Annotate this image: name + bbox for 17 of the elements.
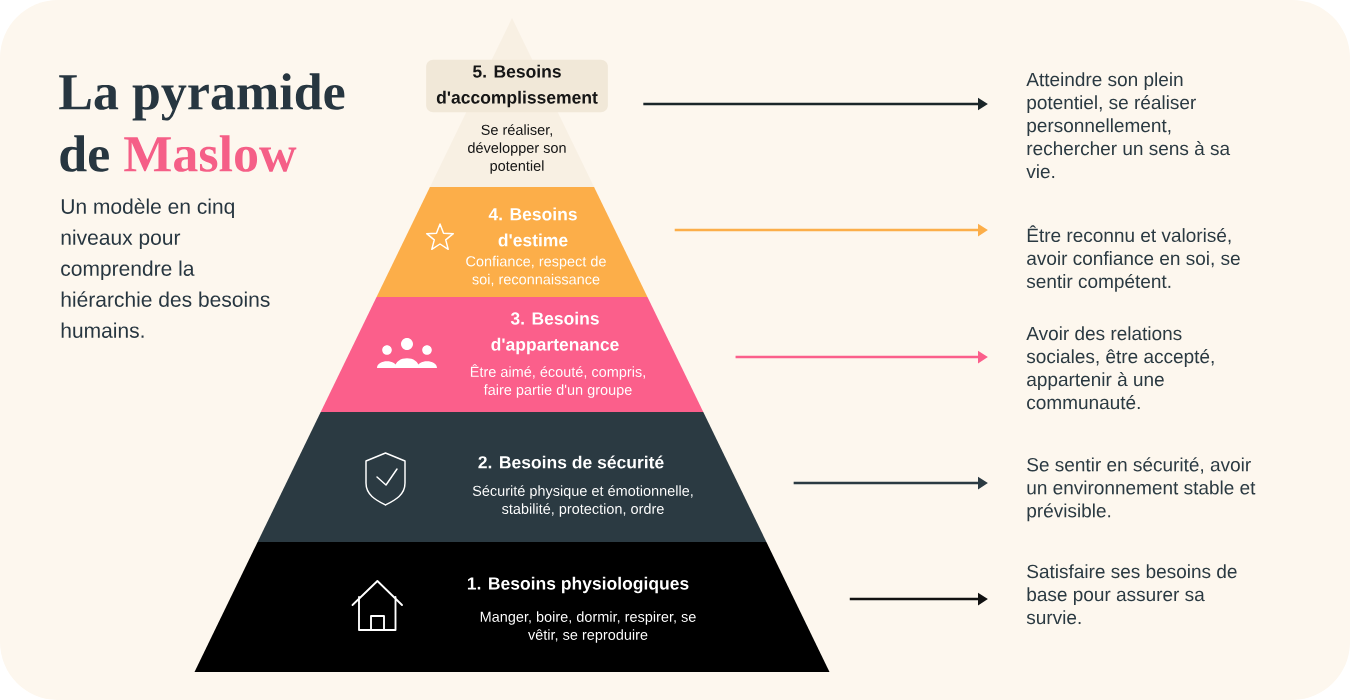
tier-description: Confiance, respect de soi, reconnaissance — [466, 255, 606, 287]
tier-description: Être aimé, écouté, compris, faire partie d'un groupe — [470, 364, 645, 398]
tier-description: Se réaliser, développer son potentiel — [468, 124, 566, 174]
tier-heading: 4. Besoins d'estime — [488, 207, 577, 247]
description-text: Se sentir en sécurité, avoir un environnement stable et prévisible. — [1027, 457, 1256, 522]
description-text: Atteindre son plein potentiel, se réaliser personnellement, rechercher un sens à sa vie. — [1026, 72, 1231, 179]
title: La pyramide de Maslow — [59, 73, 345, 172]
tier-heading: 1. Besoins physiologiques — [467, 576, 689, 594]
description-text: Avoir des relations sociales, être accepté, appartenir à une communauté. — [1026, 326, 1214, 410]
tier-description: Sécurité physique et émotionnelle, stabilité, protection, ordre — [472, 485, 693, 517]
tier-heading: 2. Besoins de sécurité — [478, 455, 664, 469]
description-text: Satisfaire ses besoins de base pour assurer sa survie. — [1026, 564, 1237, 625]
tier-description: Manger, boire, dormir, respirer, se vêtir, se reproduire — [480, 611, 696, 643]
tier-heading: 3. Besoins d'appartenance — [491, 311, 619, 355]
subtitle: Un modèle en cinq niveaux pour comprendre la hiérarchie des besoins humains. — [61, 198, 270, 338]
description-text: Être reconnu et valorisé, avoir confiance en soi, se sentir compétent. — [1026, 225, 1240, 292]
tier-heading: 5. Besoins d'accomplissement — [426, 59, 608, 113]
